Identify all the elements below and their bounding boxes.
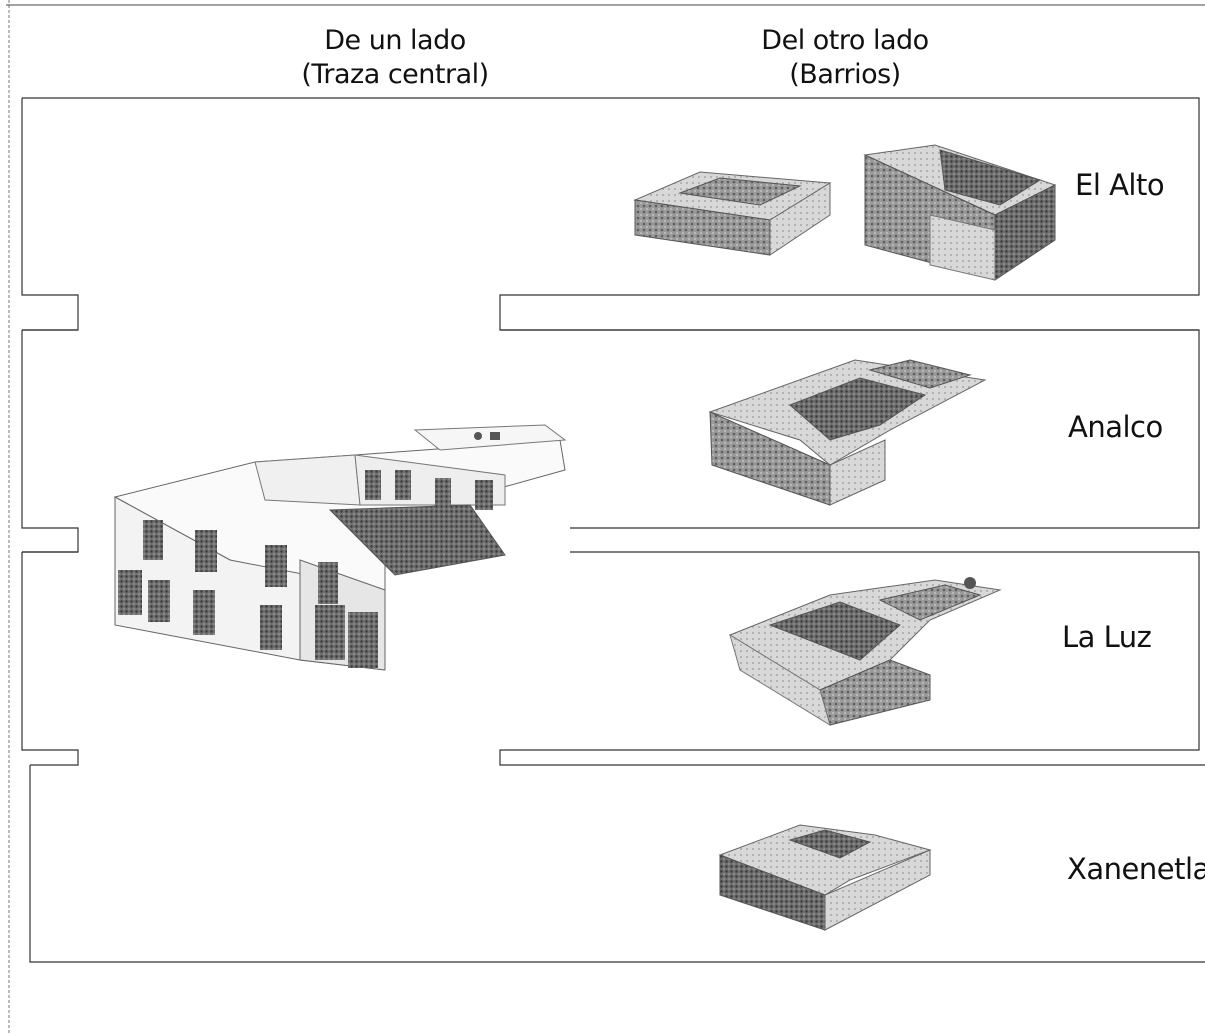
barrio-label-analco: Analco bbox=[1068, 410, 1163, 444]
header-right-line1: Del otro lado bbox=[761, 25, 929, 56]
barrio-label-xanenetla: Xanenetla bbox=[1067, 852, 1205, 886]
header-left-line1: De un lado bbox=[324, 25, 466, 56]
header-right-line2: (Barrios) bbox=[789, 59, 901, 90]
el-alto-house-2-illustration bbox=[863, 144, 1057, 281]
band-xanenetla bbox=[29, 765, 1205, 963]
el-alto-house-1-illustration bbox=[633, 171, 832, 256]
header-left-line2: (Traza central) bbox=[301, 59, 489, 90]
analco-house-illustration bbox=[708, 359, 987, 506]
barrio-label-la-luz: La Luz bbox=[1062, 620, 1152, 654]
traza-central-building-illustration bbox=[113, 424, 567, 671]
barrio-label-el-alto: El Alto bbox=[1075, 168, 1165, 202]
la-luz-house-illustration bbox=[728, 577, 1002, 727]
band-la-luz bbox=[21, 551, 1205, 766]
header-traza-central: De un lado (Traza central) bbox=[270, 24, 520, 92]
xanenetla-house-illustration bbox=[718, 824, 932, 931]
header-barrios: Del otro lado (Barrios) bbox=[720, 24, 970, 92]
